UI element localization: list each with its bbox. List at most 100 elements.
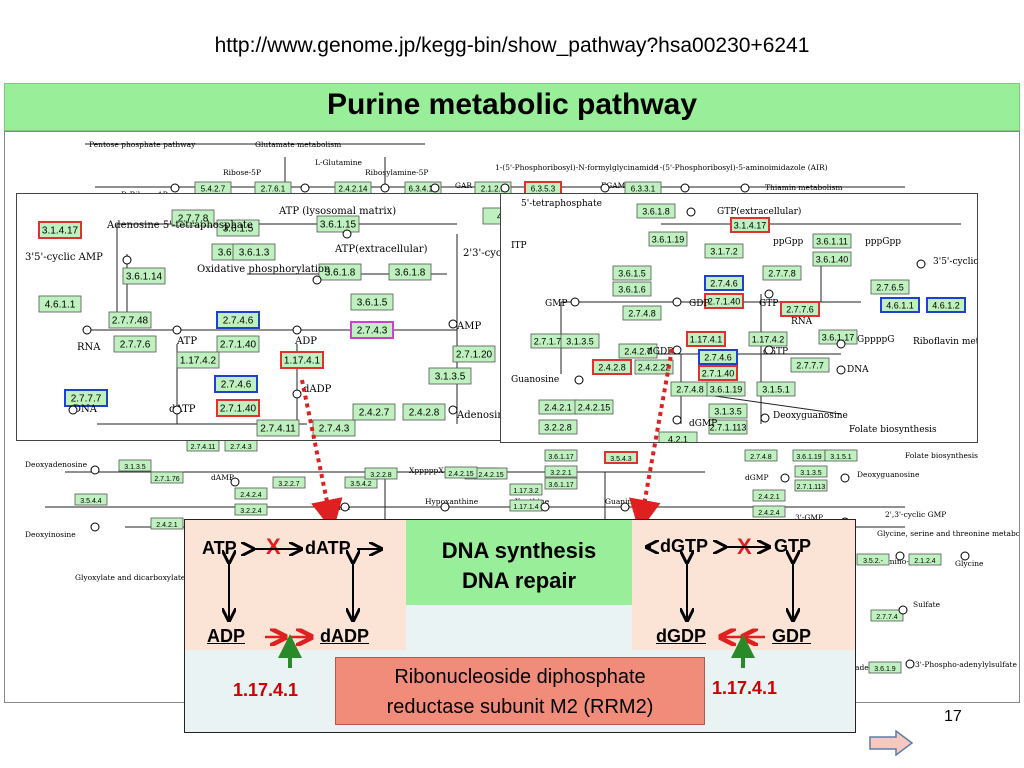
compound-node [740, 183, 750, 193]
enzyme-box: 2.4.2.1 [752, 489, 786, 502]
inset-right-label: ppGpp [773, 237, 803, 247]
pathway-url[interactable]: http://www.genome.jp/kegg-bin/show_pathw… [214, 34, 810, 57]
inset-right-label: GDP [689, 299, 709, 309]
svg-text:2.4.2.7: 2.4.2.7 [359, 408, 390, 419]
enzyme-box: 2.7.7.6 [780, 301, 820, 317]
enzyme-box: 3.6.1.19 [706, 381, 746, 397]
svg-text:3.6.1.5: 3.6.1.5 [357, 298, 388, 309]
enzyme-box: 4.6.1.2 [926, 297, 966, 313]
svg-text:2.7.4.11: 2.7.4.11 [191, 444, 216, 451]
svg-text:1.17.4.2: 1.17.4.2 [752, 335, 785, 345]
enzyme-box: 2.7.1.40 [216, 335, 260, 353]
compound-node [686, 207, 696, 217]
svg-text:3.5.2.-: 3.5.2.- [863, 558, 884, 565]
inset-right-label: 5'-tetraphosphate [521, 199, 602, 209]
enzyme-box: 3.2.2.1 [544, 465, 578, 478]
lower-left-map-label: Deoxyinosine [25, 530, 76, 539]
enzyme-box: 2.7.7.7 [790, 357, 830, 373]
svg-text:2.7.1.73: 2.7.1.73 [534, 337, 567, 347]
svg-text:3.6.1.8: 3.6.1.8 [642, 207, 670, 217]
enzyme-box: 2.7.1.73 [530, 333, 570, 349]
compound-node [430, 183, 440, 193]
compound-node [172, 405, 182, 415]
enzyme-box: 2.4.2.15 [574, 399, 614, 415]
svg-text:2.4.2.4: 2.4.2.4 [758, 510, 780, 517]
dotted-arrow-left [300, 379, 343, 532]
enzyme-box: 3.6.1.19 [648, 231, 688, 247]
svg-text:2.7.6.5: 2.7.6.5 [876, 283, 904, 293]
compound-node [680, 183, 690, 193]
svg-text:3.1.3.5: 3.1.3.5 [435, 372, 466, 383]
top-map-label: FGAM [601, 181, 626, 190]
compound-node [300, 183, 310, 193]
svg-text:2.4.2.15: 2.4.2.15 [578, 403, 611, 413]
svg-text:2.7.7.8: 2.7.7.8 [178, 214, 209, 225]
svg-text:2.4.2.7: 2.4.2.7 [624, 347, 652, 357]
compound-node [895, 551, 905, 561]
enzyme-box: 2.7.1.76 [150, 471, 184, 484]
svg-text:3.1.3.5: 3.1.3.5 [124, 464, 146, 471]
enzyme-box: 2.7.7.8 [171, 209, 215, 227]
enzyme-box: 2.4.2.7 [352, 403, 396, 421]
enzyme-box: 1.17.4.1 [280, 351, 324, 369]
svg-text:4.6.1.1: 4.6.1.1 [45, 300, 76, 311]
svg-text:2.7.4.8: 2.7.4.8 [676, 385, 704, 395]
compound-node [122, 255, 132, 265]
svg-text:3.2.2.8: 3.2.2.8 [370, 472, 392, 479]
enzyme-box: 2.7.7.8 [762, 265, 802, 281]
enzyme-box: 3.5.4.3 [604, 451, 638, 464]
svg-text:3.6.1.11: 3.6.1.11 [816, 237, 848, 247]
lower-right-map-label: 2',3'-cyclic GMP [885, 510, 946, 519]
enzyme-box: 3.5.4.2 [344, 476, 378, 489]
compound-node [448, 405, 458, 415]
enzyme-box: 3.6.1.17 [544, 477, 578, 490]
inset-right-label: dGMP [689, 419, 717, 429]
enzyme-box: 3.6.1.3 [232, 243, 276, 261]
enzyme-box: 2.7.1.113 [708, 419, 748, 435]
inset-right-label: 3'5'-cyclic GMP [933, 257, 977, 267]
enzyme-box: 2.4.2.1 [150, 517, 184, 530]
svg-text:2.7.4.3: 2.7.4.3 [230, 444, 252, 451]
inset-right-label: dGDP [647, 347, 673, 357]
lower-right-map-label: dGMP [745, 473, 769, 482]
compound-node [82, 325, 92, 335]
svg-text:2.7.4.8: 2.7.4.8 [750, 454, 772, 461]
lower-right-map-label: Formimino-glycine [865, 557, 937, 566]
svg-text:3.1.5.1: 3.1.5.1 [830, 454, 852, 461]
inset-right-label: GMP [545, 299, 567, 309]
svg-text:4.6.1.1: 4.6.1.1 [886, 301, 914, 311]
svg-text:3.6.1.19: 3.6.1.19 [710, 385, 743, 395]
next-slide-arrow-icon[interactable] [868, 730, 914, 756]
compound-node [672, 415, 682, 425]
enzyme-box: 4.6.1.1 [38, 295, 82, 313]
inset-left-label: dATP [169, 404, 196, 415]
top-map-label: Glutamate metabolism [255, 140, 341, 149]
compound-node [500, 183, 510, 193]
lower-left-map-label: XpppppX [409, 466, 444, 475]
inset-right-map: 3.6.1.83.1.4.173.6.1.193.1.7.23.6.1.113.… [511, 199, 977, 442]
compound-node [764, 345, 774, 355]
enzyme-box: 2.7.7.4 [870, 609, 904, 622]
enzyme-box: 5.4.2.7 [194, 181, 232, 195]
svg-text:2.4.2.15: 2.4.2.15 [478, 472, 503, 479]
lower-left-map-label: Deoxyadenosine [25, 460, 88, 469]
top-map-label: 1-(5'-Phosphoribosyl)-5-aminoimidazole (… [655, 163, 828, 172]
svg-text:6.3.4.13: 6.3.4.13 [409, 185, 438, 194]
enzyme-box: 2.7.4.8 [670, 381, 710, 397]
svg-text:4.6.1.2: 4.6.1.2 [932, 301, 960, 311]
svg-text:3.2.2.8: 3.2.2.8 [544, 423, 572, 433]
gdp-label: GDP [772, 626, 812, 646]
enzyme-box: 3.6.1.17 [544, 449, 578, 462]
inset-left-label: ATP(extracellular) [334, 244, 428, 255]
svg-text:3.1.4.17: 3.1.4.17 [42, 226, 79, 237]
enzyme-box: 2.7.4.8 [744, 449, 778, 462]
inset-adenine-nucleotides: 3.1.4.172.7.7.83.6.1.53.6.4.13.6.1.33.6.… [16, 193, 518, 441]
lower-right-map-label: Glycine, serine and threonine metabolism [877, 529, 1020, 538]
svg-text:2.7.4.6: 2.7.4.6 [704, 353, 732, 363]
gtp-label: GTP [774, 536, 812, 556]
inset-left-label: ATP (lysosomal matrix) [278, 206, 396, 217]
svg-text:6.3.5.3: 6.3.5.3 [531, 185, 556, 194]
svg-text:3.6.1.3: 3.6.1.3 [239, 248, 270, 259]
svg-text:2.7.1.20: 2.7.1.20 [456, 350, 493, 361]
